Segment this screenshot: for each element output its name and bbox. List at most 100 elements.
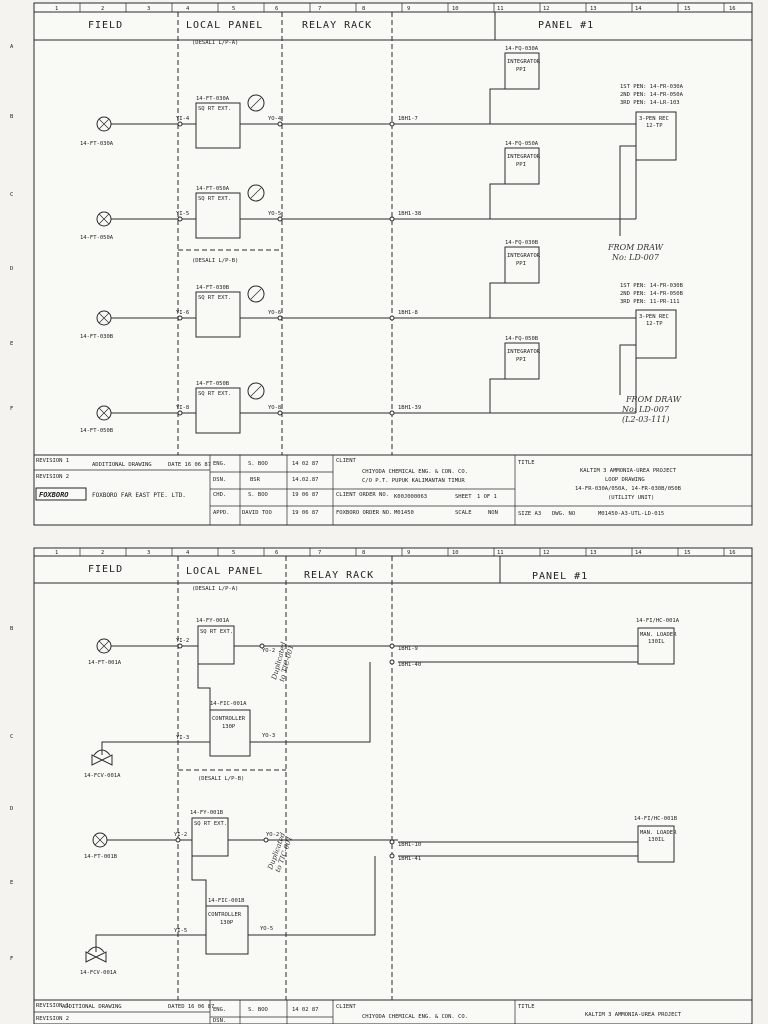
local-panel-a-label: (DESALI L/P-A) bbox=[192, 586, 238, 592]
function-label: SQ RT EXT. bbox=[194, 821, 227, 827]
transmitter-tag: 14-FT-050B bbox=[196, 381, 230, 387]
eng-label: ENG. bbox=[213, 461, 226, 467]
integrator-label: INTEGRATOR bbox=[507, 154, 541, 160]
flow-element-tag: 14-FT-050A bbox=[80, 235, 114, 241]
grid-numbers-top: 1 2 3 4 5 6 7 8 9 10 11 12 13 14 15 16 bbox=[55, 3, 736, 12]
junction-out-tag: YO-5 bbox=[268, 211, 281, 217]
flow-element-tag: 14-FT-050B bbox=[80, 428, 114, 434]
revision-2: REVISION 2 bbox=[36, 1016, 69, 1022]
grid-number: 11 bbox=[497, 550, 504, 556]
revision-2: REVISION 2 bbox=[36, 474, 69, 480]
terminal-tag-2: 1BH1-41 bbox=[398, 856, 421, 862]
revision-1-desc: ADDITIONAL DRAWING bbox=[92, 462, 152, 468]
grid-number: 7 bbox=[318, 6, 321, 12]
section-field: FIELD bbox=[88, 20, 123, 31]
integrator-box bbox=[504, 342, 540, 380]
recorder-a: 1ST PEN: 14-FR-030A 2ND PEN: 14-FR-050A … bbox=[607, 84, 684, 262]
sq-rt-extractor-box bbox=[195, 102, 241, 149]
loop-row-4: 14-FT-050B YI-8 14-FT-050B SQ RT EXT. YO… bbox=[80, 336, 637, 434]
transmitter-tag: 14-FT-050A bbox=[196, 186, 230, 192]
recorder-label: 3-PEN REC bbox=[639, 314, 669, 320]
grid-number: 10 bbox=[452, 550, 459, 556]
junction-in-tag: YI-4 bbox=[176, 116, 190, 122]
revision-1-desc: ADDITIONAL DRAWING bbox=[62, 1004, 122, 1010]
integrator-sub: PPI bbox=[516, 261, 526, 267]
size-label: SIZE A3 bbox=[518, 511, 541, 517]
grid-number: 2 bbox=[101, 550, 104, 556]
grid-number: 8 bbox=[362, 6, 365, 12]
eng-name: S. BOO bbox=[248, 461, 268, 467]
grid-number: 10 bbox=[452, 6, 459, 12]
client-label: CLIENT bbox=[336, 458, 357, 464]
grid-number: 9 bbox=[407, 550, 410, 556]
terminal-tag: 1BH1-38 bbox=[398, 211, 421, 217]
title-line-2: LOOP DRAWING bbox=[605, 477, 645, 483]
integrator-tag: 14-FQ-030A bbox=[505, 46, 539, 52]
local-panel-a-label: (DESALI L/P-A) bbox=[192, 40, 238, 46]
integrator-tag: 14-FQ-050A bbox=[505, 141, 539, 147]
appd-date: 19 06 87 bbox=[292, 510, 319, 516]
function-label: SQ RT EXT. bbox=[198, 391, 231, 397]
dwg-number: M01450-A3-UTL-LD-015 bbox=[598, 511, 664, 517]
function-label: SQ RT EXT. bbox=[200, 629, 233, 635]
title-line-1: KALTIM 3 AMMONIA-UREA PROJECT bbox=[585, 1012, 682, 1018]
recorder-b: 1ST PEN: 14-FR-030B 2ND PEN: 14-FR-050B … bbox=[619, 283, 684, 424]
client-order-no: K00J000063 bbox=[394, 494, 427, 500]
manual-loader-box bbox=[637, 825, 675, 863]
client-label: CLIENT bbox=[336, 1004, 357, 1010]
grid-letters-left: A B C D E F bbox=[10, 44, 14, 412]
local-panel-b-label: (DESALI L/P-B) bbox=[198, 776, 244, 782]
grid-number: 15 bbox=[684, 550, 691, 556]
terminal-tag: 1BH1-39 bbox=[398, 405, 421, 411]
controller-tag: 14-FIC-001A bbox=[210, 701, 247, 707]
function-label: SQ RT EXT. bbox=[198, 196, 231, 202]
sq-rt-extractor-box bbox=[195, 291, 241, 338]
junction-out-tag: YO-6 bbox=[268, 310, 281, 316]
terminal-tag-1: 1BH1-10 bbox=[398, 842, 421, 848]
sheet-1-border bbox=[33, 2, 753, 526]
recorder-tag: 12-TP bbox=[646, 123, 663, 129]
control-valve-symbol bbox=[91, 754, 113, 766]
grid-number: 5 bbox=[232, 6, 235, 12]
revision-1: REVISION 1 bbox=[36, 458, 69, 464]
control-valve-symbol bbox=[85, 951, 107, 963]
dsn-name: BSR bbox=[250, 477, 261, 483]
transmitter-tag: 14-FY-001B bbox=[190, 810, 224, 816]
dsn-date: 14.02.87 bbox=[292, 477, 319, 483]
grid-letter: A bbox=[10, 44, 14, 50]
controller-tag: 14-FIC-001B bbox=[208, 898, 245, 904]
indicator-label: MAN. LOADER bbox=[640, 830, 677, 836]
sq-rt-extractor-box bbox=[191, 817, 229, 857]
junction-out-tag: YO-2 bbox=[266, 832, 279, 838]
title-block-1: REVISION 1 ADDITIONAL DRAWING DATE 16 06… bbox=[34, 454, 752, 525]
title-line-1: KALTIM 3 AMMONIA-UREA PROJECT bbox=[580, 468, 677, 474]
recorder-pen-1: 1ST PEN: 14-FR-030B bbox=[620, 283, 684, 289]
loop-row-3: 14-FT-030B YI-6 14-FT-030B SQ RT EXT. YO… bbox=[80, 240, 636, 340]
grid-number: 1 bbox=[55, 6, 58, 12]
grid-letter: D bbox=[10, 806, 13, 812]
integrator-box bbox=[504, 147, 540, 185]
junction-out-tag: YO-8 bbox=[268, 405, 281, 411]
foxboro-order-label: FOXBORO ORDER NO. bbox=[336, 510, 392, 516]
section-panel-1: PANEL #1 bbox=[532, 571, 588, 582]
recorder-pen-1: 1ST PEN: 14-FR-030A bbox=[620, 84, 684, 90]
recorder-label: 3-PEN REC bbox=[639, 116, 669, 122]
integrator-tag: 14-FQ-050B bbox=[505, 336, 539, 342]
sheet-label: SHEET bbox=[455, 494, 472, 500]
sheet-1: 1 2 3 4 5 6 7 8 9 10 11 12 13 14 15 16 A… bbox=[10, 2, 753, 526]
title-block-2: REVISION 1 ADDITIONAL DRAWING DATED 16 0… bbox=[34, 999, 752, 1024]
section-local-panel: LOCAL PANEL bbox=[186, 566, 263, 577]
controller-sub: 130P bbox=[220, 920, 234, 926]
integrator-label: INTEGRATOR bbox=[507, 253, 541, 259]
eng-label: ENG. bbox=[213, 1007, 226, 1013]
recorder-pen-3: 3RD PEN: 14-LR-103 bbox=[620, 100, 680, 106]
controller-label: CONTROLLER bbox=[212, 716, 246, 722]
grid-number: 3 bbox=[147, 6, 150, 12]
grid-number: 12 bbox=[543, 550, 550, 556]
grid-number: 5 bbox=[232, 550, 235, 556]
section-panel-1: PANEL #1 bbox=[538, 20, 594, 31]
chd-label: CHD. bbox=[213, 492, 226, 498]
valve-tag: 14-FCV-001A bbox=[84, 773, 121, 779]
revision-1-date: DATED 16 06 87 bbox=[168, 1004, 214, 1010]
grid-number: 13 bbox=[590, 550, 597, 556]
